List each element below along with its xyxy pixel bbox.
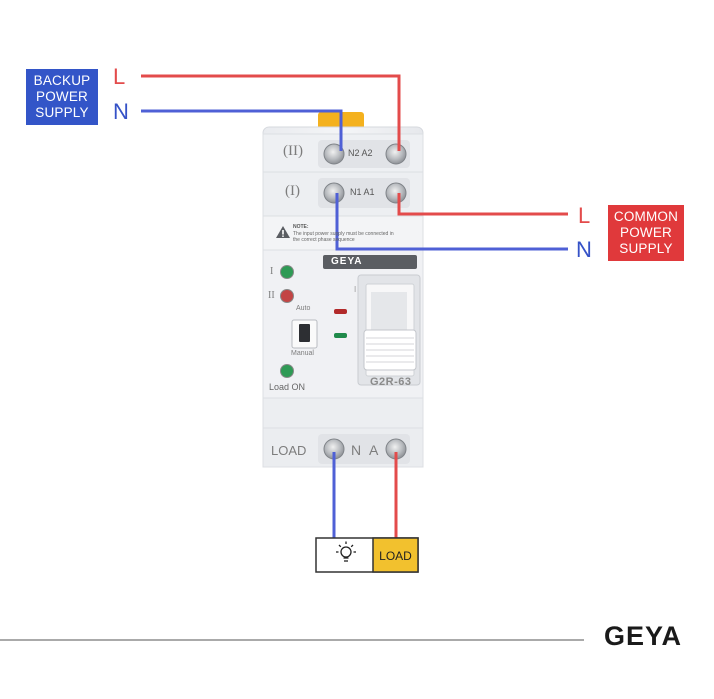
model-label: G2R-63 bbox=[370, 376, 412, 388]
backup-n-label: N bbox=[113, 99, 129, 124]
common-power-supply-label: COMMON POWER SUPPLY bbox=[608, 205, 684, 261]
manual-label: Manual bbox=[291, 350, 314, 357]
note-text-line-2: the correct phase sequence bbox=[293, 237, 355, 243]
note-title: NOTE: bbox=[293, 224, 309, 230]
backup-power-supply-label: BACKUP POWER SUPPLY bbox=[26, 69, 98, 125]
auto-manual-switch[interactable] bbox=[291, 319, 318, 349]
row-one-roman: (I) bbox=[285, 183, 300, 199]
bottom-n-label: N bbox=[351, 442, 362, 458]
row-one-terminals: N1 A1 bbox=[350, 187, 375, 197]
note-text-line-1: The input power supply must be connected… bbox=[293, 231, 394, 237]
wiring bbox=[141, 74, 568, 538]
indicator-one-label: I bbox=[270, 266, 274, 277]
footer-logo: GEYA bbox=[604, 621, 683, 651]
load-on-lamp bbox=[280, 364, 294, 378]
bottom-load-label: LOAD bbox=[271, 443, 307, 458]
source-one-lamp bbox=[280, 265, 294, 279]
rotary-handle[interactable] bbox=[363, 329, 417, 371]
row-two-roman: (II) bbox=[283, 143, 303, 159]
light-bulb-icon bbox=[336, 541, 356, 562]
load-on-label: Load ON bbox=[269, 382, 306, 392]
auto-label: Auto bbox=[296, 305, 311, 312]
load-box-label: LOAD bbox=[379, 549, 412, 563]
switch-window bbox=[357, 274, 421, 386]
window-mark: I bbox=[354, 285, 357, 294]
source-two-lamp bbox=[280, 289, 294, 303]
common-n-label: N bbox=[576, 237, 592, 262]
green-indicator bbox=[334, 333, 347, 338]
red-indicator bbox=[334, 309, 347, 314]
load-box bbox=[315, 537, 419, 573]
common-l-label: L bbox=[578, 203, 591, 228]
brand-plate-text: GEYA bbox=[331, 256, 363, 267]
indicator-two-label: II bbox=[268, 290, 275, 301]
brand-plate bbox=[323, 255, 417, 269]
row-two-terminals: N2 A2 bbox=[348, 148, 373, 158]
backup-l-label: L bbox=[113, 64, 126, 89]
bottom-a-label: A bbox=[369, 442, 379, 458]
